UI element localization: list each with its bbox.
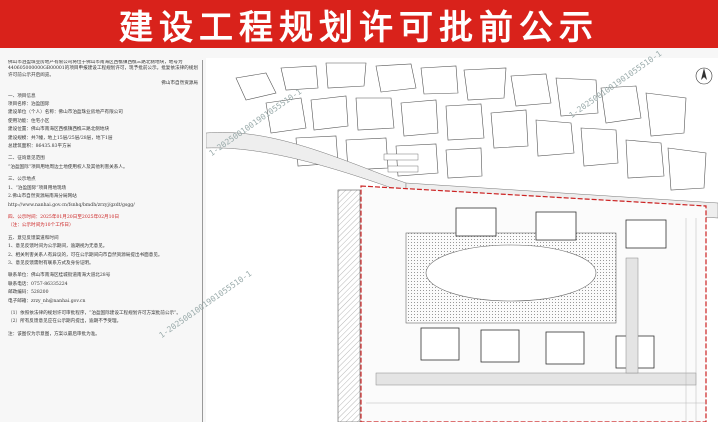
note: （1）依照依法律的规划许可审批程序，“泊盈国际建设工程规划许可方案批前公示”。 — [8, 310, 181, 316]
contact-phone: 联系电话：0757-86335224 — [8, 281, 68, 287]
section-line: 使用功能：住宅小区 — [8, 118, 50, 124]
banner-title: 建设工程规划许可批前公示 — [119, 7, 599, 48]
section-line: 建设位置：佛山市南海区西樵镇西樵三路北侧地块 — [8, 127, 110, 133]
section-heading: 一、项目信息 — [8, 93, 36, 99]
north-arrow-icon — [695, 67, 713, 85]
title-banner: 建设工程规划许可批前公示 — [0, 0, 718, 48]
section-line: 建设规模：共7幢，地上15层/25层/28层，地下1层 — [8, 135, 113, 141]
section-line: 1、“泊盈国际”项目用地现场 — [8, 185, 67, 191]
section-line: （注：公示时间为10个工作日） — [8, 223, 74, 229]
notice-text-column: 佛山市泊盈珠业房地产有限公司将位于佛山市南海区西樵镇西樵三路北侧地块，地号为44… — [8, 60, 198, 422]
contact-email[interactable]: 电子邮箱：zrzy_nh@nanhai.gov.cn — [8, 298, 86, 304]
intro-paragraph: 佛山市泊盈珠业房地产有限公司将位于佛山市南海区西樵镇西樵三路北侧地块，地号为44… — [8, 60, 198, 78]
issuer: 佛山市自然资源局 — [161, 81, 198, 87]
section-heading: 三、公示地点 — [8, 177, 36, 183]
section-heading: 五、意见反馈渠道和时间 — [8, 235, 59, 241]
section-heading: 二、征询意见范围 — [8, 156, 45, 162]
section-line: 2.佛山市自然资源局南海分局网站 — [8, 194, 77, 200]
contact-postcode: 邮政编码：528200 — [8, 290, 49, 296]
section-line: 1、意见反馈时间为公示期间，逾期视为无意见。 — [8, 244, 108, 250]
section-line: 项目名称：泊盈国际 — [8, 102, 50, 108]
footer-note: 注：该图仅为示意图，方案以最后审批为准。 — [8, 331, 100, 337]
note: （2）所有反馈意见应在公示期内提出，逾期不予受理。 — [8, 319, 122, 325]
column-divider — [202, 60, 203, 422]
section-line: 总建筑面积：86435.83平方米 — [8, 144, 72, 150]
website-link[interactable]: http://www.nanhai.gov.cn/fsnhq/bmdh/zrzy… — [8, 202, 135, 208]
section-heading: 四、公示时间：2025年01月20日至2025年02月10日 — [8, 214, 120, 220]
section-line: 建设单位（个人）名称：佛山市泊盈珠业房地产有限公司 — [8, 110, 123, 116]
contact-unit: 联系单位：佛山市南海区桂城街道南海大道北28号 — [8, 273, 111, 279]
section-line: 2、相关利害关系人有异议的，可在公示期间向市自然资源局提出书面意见。 — [8, 252, 163, 258]
section-line: 3、意见反馈需附有联系方式及身份证明。 — [8, 260, 94, 266]
section-line: “泊盈国际”项目用地周边土地使用权人及其他利害关系人。 — [8, 164, 128, 170]
site-plan-map — [206, 58, 718, 422]
